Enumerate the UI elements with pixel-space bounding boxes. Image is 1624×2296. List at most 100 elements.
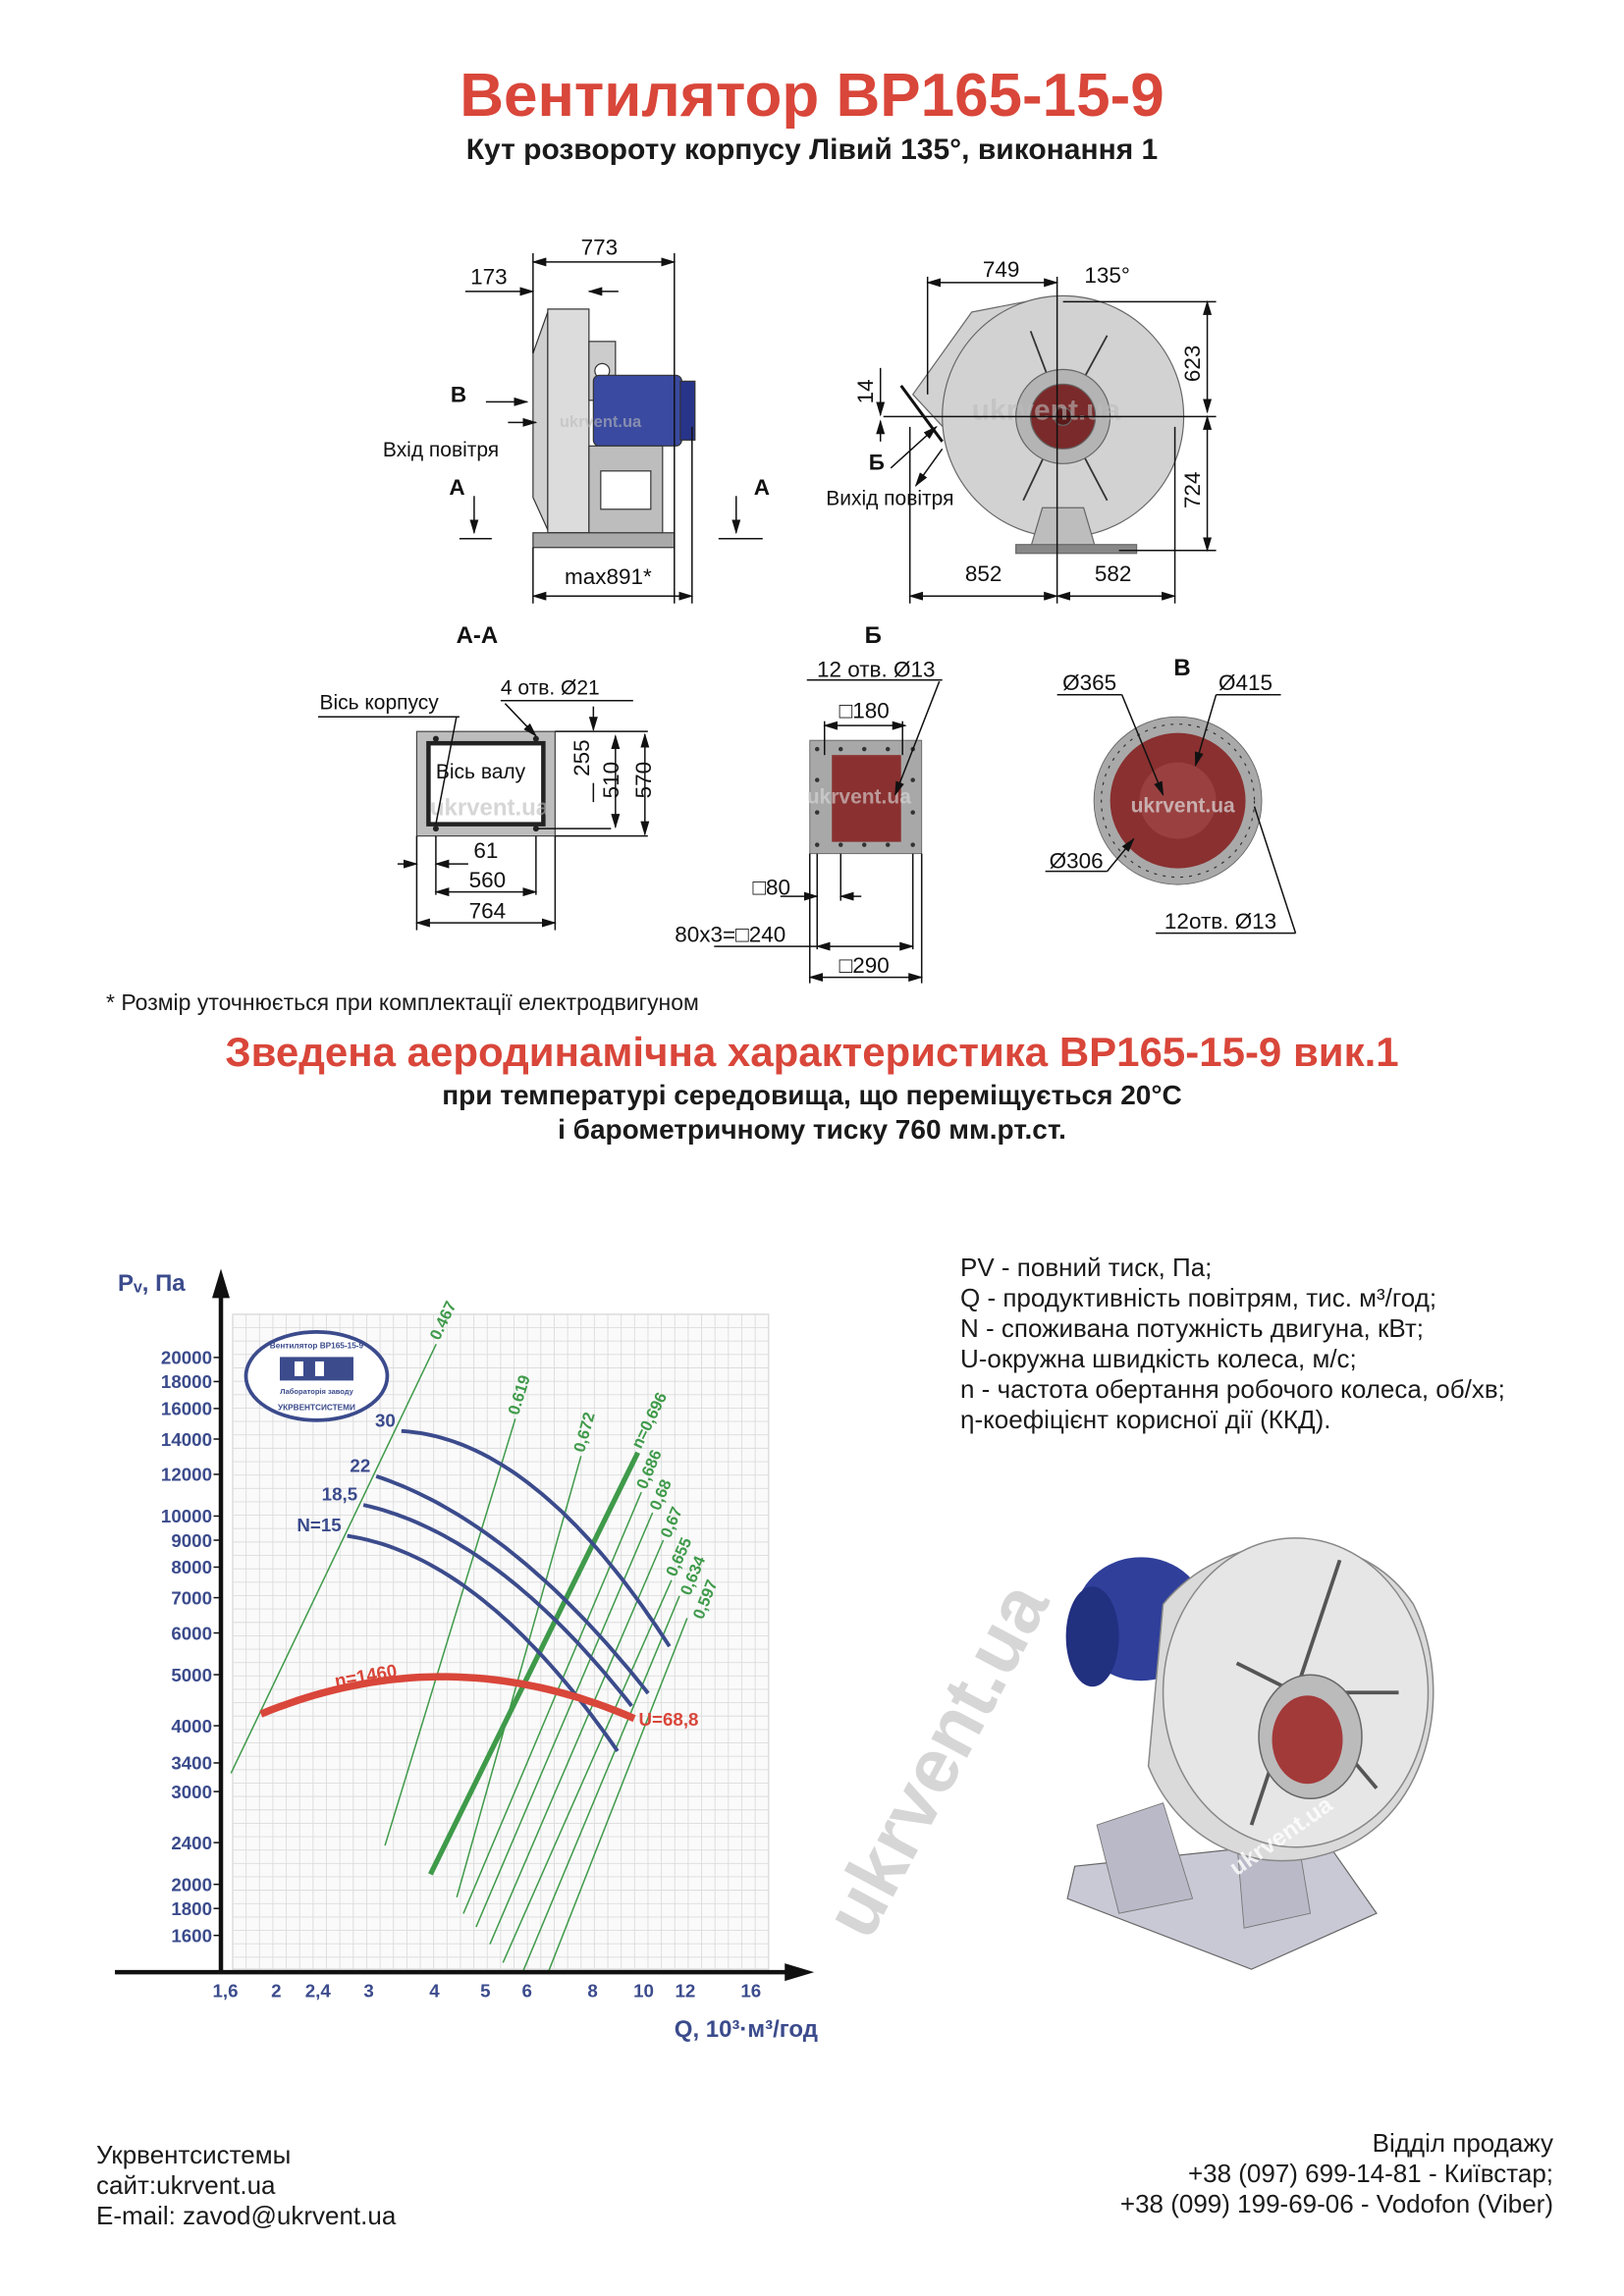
x-tick-label: 16 bbox=[740, 1981, 761, 2002]
power-curve bbox=[401, 1428, 672, 1648]
chart-subtitle-2: і барометричному тиску 760 мм.рт.ст. bbox=[558, 1114, 1066, 1145]
x-tick-label: 5 bbox=[480, 1981, 490, 2002]
y-tick-label: 12000 bbox=[161, 1465, 212, 1485]
dim-510: 510 bbox=[599, 762, 623, 799]
power-curve bbox=[375, 1474, 650, 1695]
view-v-title: В bbox=[1173, 655, 1190, 681]
y-tick-label: 20000 bbox=[161, 1348, 212, 1368]
dim-749: 749 bbox=[983, 257, 1020, 282]
y-tick-label: 2000 bbox=[171, 1874, 212, 1895]
y-tick-label: 6000 bbox=[171, 1623, 212, 1643]
dim-14: 14 bbox=[853, 379, 878, 403]
holes-label-v: 12отв. Ø13 bbox=[1164, 909, 1276, 934]
section-a-marker-left: А bbox=[449, 475, 464, 500]
y-tick-label: 8000 bbox=[171, 1557, 212, 1577]
efficiency-line bbox=[230, 1343, 437, 1774]
efficiency-line bbox=[489, 1539, 665, 1945]
watermark: ukrvent.ua bbox=[807, 1568, 1065, 1950]
x-axis-label: Q, 10³·м³/год bbox=[675, 2016, 818, 2043]
power-curve-label: N=15 bbox=[297, 1515, 341, 1535]
inlet-label: Вхід повітря bbox=[383, 439, 499, 461]
dim-773: 773 bbox=[581, 235, 619, 259]
shaft-axis-label: Вісь валу bbox=[436, 761, 526, 783]
motor-icon bbox=[592, 374, 682, 447]
dim-290: □290 bbox=[839, 953, 890, 978]
efficiency-line bbox=[456, 1456, 582, 1898]
stamp-text: Вентилятор ВР165-15-9 bbox=[270, 1341, 364, 1350]
power-curve bbox=[347, 1533, 620, 1753]
view-b-title: Б bbox=[865, 622, 882, 649]
body-axis-label: Вісь корпусу bbox=[319, 692, 439, 715]
page-title: Вентилятор ВР165-15-9 bbox=[460, 62, 1164, 130]
view-b-marker: Б bbox=[869, 450, 885, 474]
page-subtitle: Кут розвороту корпусу Лівий 135°, викона… bbox=[465, 133, 1159, 166]
side-view-drawing bbox=[532, 308, 696, 549]
dim-764: 764 bbox=[469, 899, 507, 924]
holes-label-aa: 4 отв. Ø21 bbox=[501, 677, 600, 700]
watermark: ukrvent.ua bbox=[807, 786, 911, 809]
x-tick-label: 2 bbox=[271, 1981, 281, 2002]
dim-max891: max891* bbox=[565, 564, 652, 589]
watermark: ukrvent.ua bbox=[560, 413, 642, 431]
speed-end-label: U=68,8 bbox=[639, 1709, 699, 1730]
x-tick-label: 2,4 bbox=[305, 1981, 332, 2002]
x-tick-label: 6 bbox=[522, 1981, 532, 2002]
efficiency-line bbox=[548, 1618, 688, 1972]
site-link[interactable]: сайт:ukrvent.ua bbox=[96, 2170, 276, 2200]
y-tick-label: 10000 bbox=[161, 1506, 212, 1526]
aerodynamic-chart: Вентилятор ВР165-15-9 Лабораторія заводу… bbox=[115, 1268, 818, 2043]
power-curve-label: 18,5 bbox=[322, 1484, 357, 1505]
x-tick-label: 1,6 bbox=[212, 1981, 238, 2002]
dim-240: 80x3=□240 bbox=[675, 923, 785, 947]
section-aa-title: А-А bbox=[457, 622, 499, 649]
x-tick-label: 10 bbox=[633, 1981, 654, 2002]
section-a-marker-right: А bbox=[754, 475, 770, 500]
dim-724: 724 bbox=[1180, 472, 1205, 509]
outlet-label: Вихід повітря bbox=[826, 487, 953, 509]
legend-item: η-коефіцієнт корисної дії (ККД). bbox=[960, 1405, 1331, 1434]
dim-582: 582 bbox=[1095, 561, 1132, 586]
dim-623: 623 bbox=[1180, 346, 1205, 383]
lab-stamp: Вентилятор ВР165-15-9 Лабораторія заводу… bbox=[244, 1330, 390, 1422]
section-aa-drawing bbox=[415, 730, 556, 837]
dim-415: Ø415 bbox=[1218, 670, 1272, 695]
fan-illustration: ukrvent.ua bbox=[1065, 1537, 1435, 1970]
dim-80: □80 bbox=[752, 876, 790, 900]
legend-item: U-окружна швидкість колеса, м/с; bbox=[960, 1344, 1357, 1373]
y-tick-label: 14000 bbox=[161, 1429, 212, 1450]
power-curve-label: 22 bbox=[350, 1455, 370, 1475]
dim-173: 173 bbox=[470, 264, 508, 289]
dim-852: 852 bbox=[965, 561, 1002, 586]
y-axis-arrow-icon bbox=[212, 1268, 231, 1299]
legend-item: Q - продуктивність повітрям, тис. м³/год… bbox=[960, 1283, 1437, 1312]
legend-item: n - частота обертання робочого колеса, о… bbox=[960, 1374, 1505, 1404]
y-tick-label: 9000 bbox=[171, 1530, 212, 1551]
view-v-marker: В bbox=[451, 382, 466, 406]
footer-contacts: Укрвентсистемы сайт:ukrvent.ua E-mail: z… bbox=[96, 2140, 396, 2231]
efficiency-line bbox=[462, 1491, 642, 1914]
dim-560: 560 bbox=[469, 868, 507, 892]
dim-306: Ø306 bbox=[1050, 849, 1104, 874]
dim-570: 570 bbox=[631, 762, 656, 799]
holes-label-b: 12 отв. Ø13 bbox=[817, 658, 936, 682]
watermark: ukrvent.ua bbox=[972, 394, 1121, 426]
footer-sales: Відділ продажу +38 (097) 699-14-81 - Киї… bbox=[1120, 2128, 1553, 2219]
y-tick-label: 5000 bbox=[171, 1665, 212, 1685]
legend-item: PV - повний тиск, Па; bbox=[960, 1253, 1213, 1282]
y-tick-label: 7000 bbox=[171, 1587, 212, 1608]
company-name: Укрвентсистемы bbox=[96, 2140, 292, 2169]
phone-kyivstar[interactable]: +38 (097) 699-14-81 - Київстар; bbox=[1187, 2159, 1553, 2188]
efficiency-line bbox=[428, 1451, 640, 1876]
inlet-flange-drawing bbox=[1093, 716, 1263, 885]
x-tick-label: 8 bbox=[587, 1981, 597, 2002]
x-tick-label: 4 bbox=[429, 1981, 440, 2002]
y-tick-label: 3400 bbox=[171, 1753, 212, 1774]
chart-grid bbox=[232, 1313, 770, 1970]
y-tick-label: 18000 bbox=[161, 1371, 212, 1392]
phone-vodafone[interactable]: +38 (099) 199-69-06 - Vodofon (Viber) bbox=[1119, 2189, 1553, 2218]
legend-item: N - споживана потужність двигуна, кВт; bbox=[960, 1313, 1424, 1343]
sales-title: Відділ продажу bbox=[1372, 2128, 1553, 2158]
y-axis-label: Pᵥ, Па bbox=[118, 1270, 186, 1297]
email-link[interactable]: E-mail: zavod@ukrvent.ua bbox=[96, 2201, 397, 2230]
chart-legend: PV - повний тиск, Па; Q - продуктивність… bbox=[960, 1253, 1505, 1435]
